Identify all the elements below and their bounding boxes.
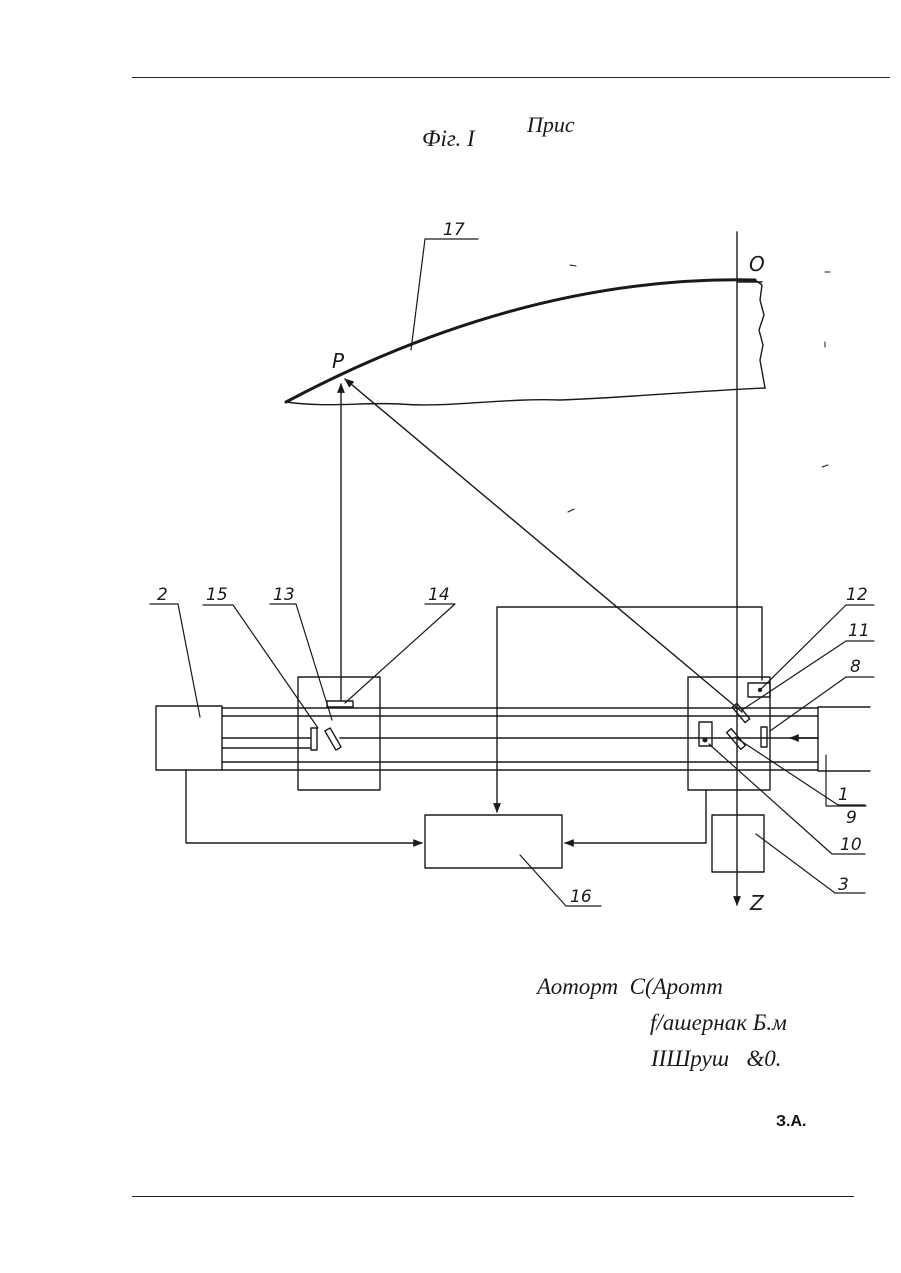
bottom-rule bbox=[132, 1196, 854, 1197]
callout-8: 8 bbox=[850, 657, 861, 677]
block-3 bbox=[712, 815, 764, 872]
callout-3: 3 bbox=[838, 875, 849, 895]
callout-1: 1 bbox=[838, 785, 849, 805]
point-o-label: O bbox=[749, 252, 765, 276]
element-8 bbox=[761, 727, 767, 747]
callout-16: 16 bbox=[570, 887, 592, 907]
signature-line-3: IIШруш &0. bbox=[651, 1046, 781, 1072]
profile-right-edge bbox=[755, 280, 765, 388]
signature-line-2: f/ашернак Б.м bbox=[650, 1010, 787, 1036]
element-9 bbox=[727, 729, 746, 750]
block-2 bbox=[156, 706, 222, 770]
inclined-ray bbox=[345, 379, 742, 712]
leader-lines bbox=[150, 239, 874, 906]
callout-14: 14 bbox=[428, 585, 450, 605]
callout-12: 12 bbox=[846, 585, 868, 605]
signal-lines bbox=[186, 607, 818, 843]
point-p-label: P bbox=[332, 349, 345, 373]
element-14 bbox=[327, 701, 353, 707]
signature-line-1: Аоторт С(Аротт bbox=[537, 974, 723, 1000]
block-16 bbox=[425, 815, 562, 868]
callout-2: 2 bbox=[157, 585, 168, 605]
profile-upper-curve bbox=[286, 280, 755, 402]
carriage-right bbox=[688, 677, 770, 790]
callout-13: 13 bbox=[273, 585, 295, 605]
callout-15: 15 bbox=[206, 585, 228, 605]
callout-9: 9 bbox=[846, 808, 857, 828]
element-15 bbox=[311, 728, 317, 750]
scan-specks bbox=[568, 265, 830, 512]
callout-17: 17 bbox=[443, 220, 465, 240]
element-13 bbox=[325, 728, 341, 750]
callout-10: 10 bbox=[840, 835, 862, 855]
stamp-initials: З.А. bbox=[776, 1113, 806, 1131]
callout-11: 11 bbox=[848, 621, 870, 641]
axis-z-label: Z bbox=[749, 891, 765, 915]
